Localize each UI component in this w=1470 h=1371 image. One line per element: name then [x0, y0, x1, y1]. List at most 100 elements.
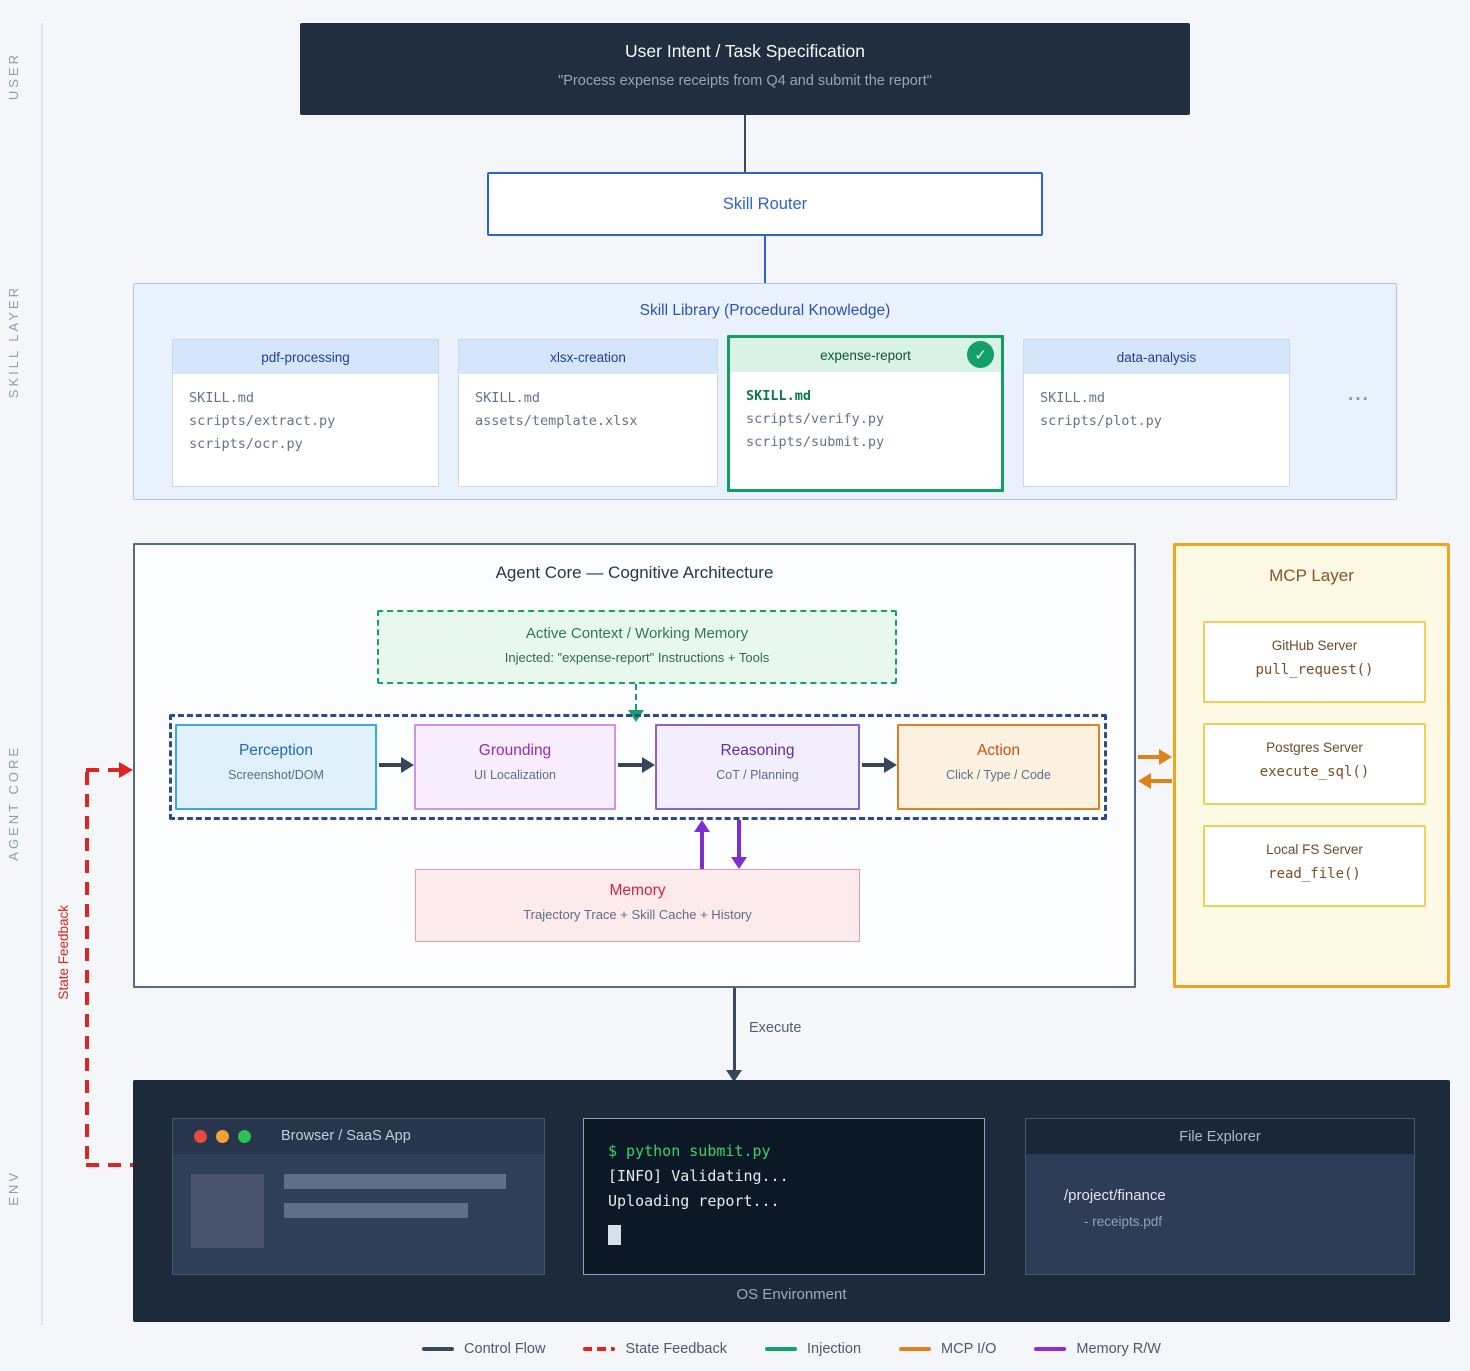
memory-write-arrow-line — [737, 820, 741, 858]
pipeline-subtitle: Click / Type / Code — [946, 768, 1051, 782]
agent-core: Agent Core — Cognitive Architecture Acti… — [133, 543, 1136, 988]
check-icon: ✓ — [967, 341, 994, 368]
pipeline-subtitle: UI Localization — [474, 768, 556, 782]
rail-label-skill-layer: SKILL LAYER — [6, 285, 21, 399]
user-intent-title: User Intent / Task Specification — [625, 41, 865, 61]
pipeline-subtitle: CoT / Planning — [716, 768, 799, 782]
pipeline-subtitle: Screenshot/DOM — [228, 768, 324, 782]
legend-label: Memory R/W — [1076, 1341, 1161, 1357]
skill-card-files: SKILL.md assets/template.xlsx — [459, 374, 717, 446]
state-feedback-label: State Feedback — [56, 905, 71, 1000]
flow-arrow-head — [401, 757, 414, 773]
memory-read-arrow-line — [700, 831, 704, 869]
terminal-output: [INFO] Validating... — [608, 1167, 789, 1185]
mcp-server-name: GitHub Server — [1271, 638, 1358, 653]
state-feedback-line-top — [86, 768, 120, 772]
flow-arrow-head — [642, 757, 655, 773]
file-entry: SKILL.md — [189, 390, 255, 406]
legend-label: Control Flow — [464, 1341, 546, 1357]
skill-card-xlsx-creation: xlsx-creation SKILL.md assets/template.x… — [458, 339, 718, 487]
browser-titlebar: Browser / SaaS App — [173, 1119, 544, 1154]
mcp-server-func: execute_sql() — [1259, 764, 1370, 780]
flow-arrow-head — [884, 757, 897, 773]
memory-title: Memory — [609, 882, 666, 899]
terminal-output: Uploading report... — [608, 1192, 780, 1210]
skill-library-title: Skill Library (Procedural Knowledge) — [639, 302, 891, 319]
rail-label-env: ENV — [6, 1170, 21, 1206]
active-context-title: Active Context / Working Memory — [525, 625, 749, 642]
flow-arrow-line — [379, 763, 402, 767]
memory-subtitle: Trajectory Trace + Skill Cache + History — [523, 907, 752, 922]
legend-item-mcp-io: MCP I/O — [899, 1341, 996, 1357]
mcp-server-localfs: Local FS Server read_file() — [1203, 825, 1426, 907]
legend-label: State Feedback — [625, 1341, 728, 1357]
pipeline-grounding: Grounding UI Localization — [414, 724, 616, 810]
memory-read-arrow-head — [694, 820, 710, 832]
skill-card-expense-report: expense-report ✓ SKILL.md scripts/verify… — [727, 335, 1004, 492]
memory-rw-line-icon — [1034, 1347, 1067, 1351]
mcp-in-arrow-line — [1149, 779, 1172, 783]
rail-label-user: USER — [6, 52, 21, 101]
legend: Control Flow State Feedback Injection MC… — [133, 1336, 1450, 1362]
agent-core-title: Agent Core — Cognitive Architecture — [495, 563, 774, 582]
file-entry: scripts/extract.py — [189, 413, 336, 429]
terminal-window: $ python submit.py [INFO] Validating... … — [583, 1118, 985, 1275]
file-entry: scripts/plot.py — [1040, 413, 1162, 429]
skill-card-files: SKILL.md scripts/verify.py scripts/submi… — [730, 372, 1001, 467]
legend-label: MCP I/O — [941, 1341, 997, 1357]
mcp-layer: MCP Layer GitHub Server pull_request() P… — [1173, 543, 1450, 988]
os-environment-label: OS Environment — [736, 1286, 847, 1303]
control-flow-line-icon — [422, 1347, 455, 1351]
state-feedback-line-vertical — [85, 772, 89, 1167]
mcp-server-github: GitHub Server pull_request() — [1203, 621, 1426, 703]
terminal-command: $ python submit.py — [608, 1142, 771, 1160]
skill-card-files: SKILL.md scripts/plot.py — [1024, 374, 1289, 446]
execute-label: Execute — [749, 1020, 802, 1036]
file-explorer-title: File Explorer — [1026, 1119, 1414, 1154]
pipeline-reasoning: Reasoning CoT / Planning — [655, 724, 860, 810]
content-placeholder-bar — [284, 1174, 506, 1189]
file-explorer-file: - receipts.pdf — [1084, 1214, 1163, 1229]
file-entry: scripts/ocr.py — [189, 436, 303, 452]
traffic-light-yellow-icon — [216, 1130, 229, 1143]
pipeline-title: Perception — [238, 742, 314, 759]
legend-item-injection: Injection — [765, 1341, 861, 1357]
pipeline-perception: Perception Screenshot/DOM — [175, 724, 377, 810]
traffic-light-green-icon — [238, 1130, 251, 1143]
file-entry: scripts/submit.py — [746, 434, 885, 450]
execute-arrow-line — [733, 988, 736, 1072]
memory-write-arrow-head — [731, 857, 747, 869]
injection-line-icon — [765, 1347, 798, 1351]
file-entry: SKILL.md — [1040, 390, 1106, 406]
pipeline-frame — [169, 714, 1107, 820]
legend-label: Injection — [807, 1341, 862, 1357]
mcp-in-arrow-head — [1138, 773, 1151, 789]
mcp-out-arrow-head — [1159, 749, 1172, 765]
mcp-server-postgres: Postgres Server execute_sql() — [1203, 723, 1426, 805]
traffic-light-red-icon — [194, 1130, 207, 1143]
skill-card-title-text: expense-report — [820, 347, 911, 363]
active-context-subtitle: Injected: "expense-report" Instructions … — [504, 650, 770, 665]
pipeline-title: Grounding — [478, 742, 552, 759]
skill-card-data-analysis: data-analysis SKILL.md scripts/plot.py — [1023, 339, 1290, 487]
mcp-server-func: read_file() — [1268, 866, 1361, 882]
rail-label-agent-core: AGENT CORE — [6, 745, 21, 861]
state-feedback-line-icon — [583, 1347, 616, 1351]
connector-router-library — [763, 236, 766, 283]
skill-library: Skill Library (Procedural Knowledge) pdf… — [133, 283, 1397, 500]
skill-card-pdf-processing: pdf-processing SKILL.md scripts/extract.… — [172, 339, 439, 487]
skill-card-title: expense-report ✓ — [730, 338, 1001, 372]
content-placeholder-bar — [284, 1203, 468, 1218]
execute-arrow-head — [726, 1070, 742, 1082]
rail-divider — [41, 23, 43, 1325]
file-entry: assets/template.xlsx — [475, 413, 638, 429]
file-explorer-path: /project/finance — [1064, 1187, 1166, 1204]
user-intent-box: User Intent / Task Specification "Proces… — [300, 23, 1190, 115]
mcp-server-func: pull_request() — [1255, 662, 1374, 678]
user-intent-quote: "Process expense receipts from Q4 and su… — [558, 73, 932, 89]
mcp-out-arrow-line — [1138, 755, 1161, 759]
pipeline-title: Action — [976, 742, 1021, 759]
terminal-cursor — [608, 1225, 621, 1245]
file-explorer-window: File Explorer /project/finance - receipt… — [1025, 1118, 1415, 1275]
